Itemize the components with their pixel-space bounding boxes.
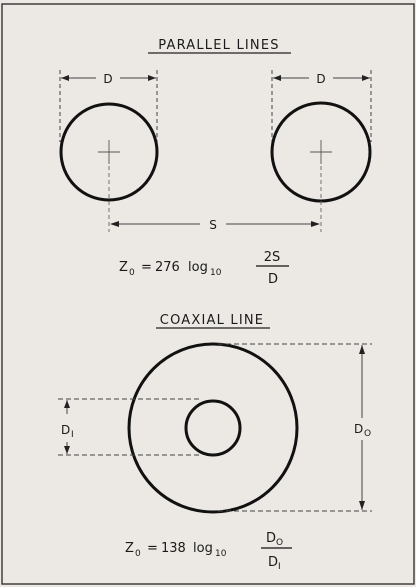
coax-formula-den-symbol: D [268, 555, 278, 570]
outer-diameter-dimension [218, 343, 372, 512]
coax-formula-z-subscript: 0 [135, 549, 141, 559]
formula-coefficient: 276 [155, 260, 180, 275]
left-diameter-dimension [59, 70, 158, 142]
formula-log-base: 10 [210, 268, 222, 278]
inner-conductor [184, 399, 242, 457]
outer-conductor [127, 342, 299, 514]
formula-z-symbol: Z [119, 260, 128, 275]
right-diameter-label: D [316, 72, 325, 86]
outer-diameter-label: D [354, 422, 363, 436]
right-diameter-dimension [271, 70, 372, 142]
coax-formula-z-symbol: Z [125, 541, 134, 556]
frame-border [1, 3, 415, 585]
coax-formula-num-subscript: O [276, 538, 283, 548]
coaxial-impedance-formula: Z 0 = 138 log 10 D O D I [125, 531, 292, 572]
coax-formula-equals: = [147, 541, 158, 556]
formula-denominator: D [268, 272, 278, 287]
inner-diameter-subscript: I [71, 430, 74, 440]
formula-z-subscript: 0 [129, 268, 135, 278]
coax-formula-log-base: 10 [215, 549, 227, 559]
outer-diameter-subscript: O [364, 429, 371, 439]
spacing-dimension [110, 221, 320, 227]
left-diameter-label: D [103, 72, 112, 86]
coaxial-line-title: COAXIAL LINE [160, 313, 264, 328]
parallel-lines-title: PARALLEL LINES [158, 38, 279, 53]
coax-formula-log: log [193, 541, 213, 556]
coax-formula-coefficient: 138 [161, 541, 186, 556]
formula-numerator: 2S [264, 250, 281, 265]
spacing-label: S [209, 218, 217, 232]
coax-formula-num-symbol: D [266, 531, 276, 546]
inner-diameter-label: D [61, 423, 70, 437]
inner-diameter-dimension [58, 398, 200, 456]
coax-formula-den-subscript: I [278, 562, 281, 572]
right-conductor [270, 101, 372, 232]
left-conductor [59, 102, 159, 232]
formula-log: log [188, 260, 208, 275]
parallel-impedance-formula: Z 0 = 276 log 10 2S D [119, 250, 289, 287]
formula-equals: = [141, 260, 152, 275]
